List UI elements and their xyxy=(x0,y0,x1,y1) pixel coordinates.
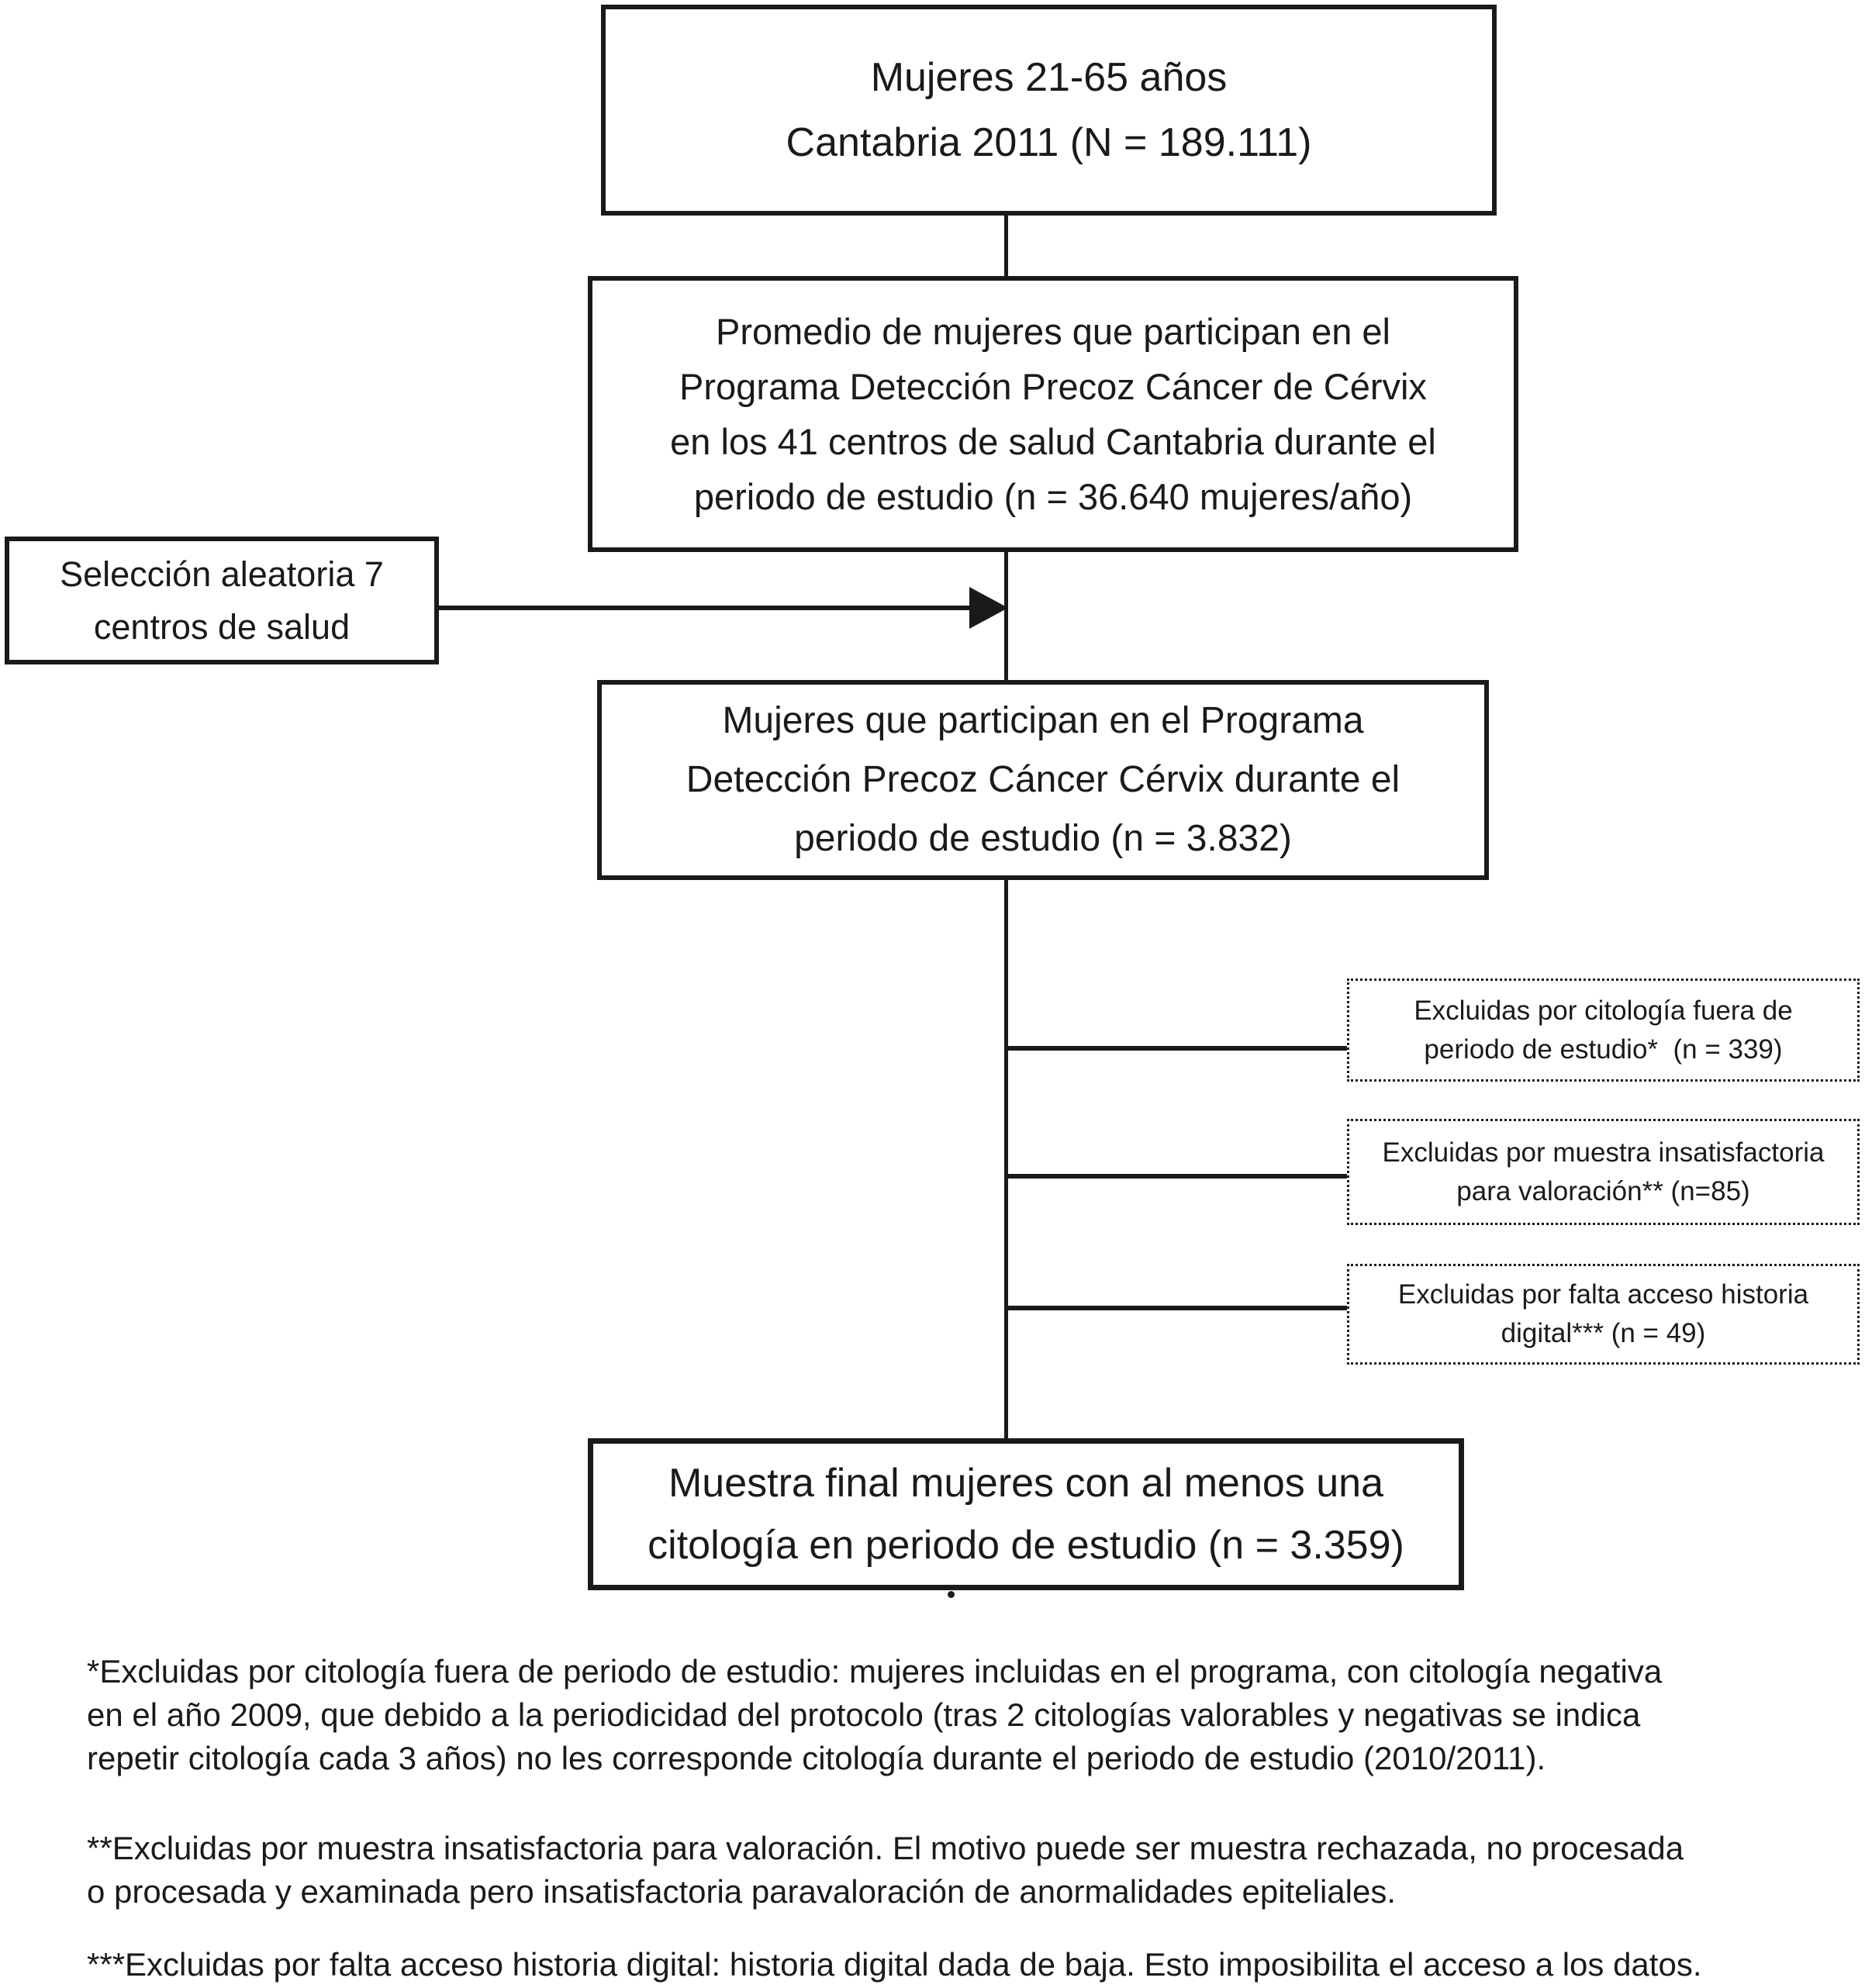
footnote-excluded-sample: **Excluidas por muestra insatisfactoria … xyxy=(87,1830,1684,1910)
box-excluded-cytology: Excluidas por citología fuera de periodo… xyxy=(1347,978,1860,1082)
arrow-right-icon xyxy=(969,587,1008,629)
box-excluded-history: Excluidas por falta acceso historia digi… xyxy=(1347,1264,1860,1365)
box-final-sample: Muestra final mujeres con al menos una c… xyxy=(588,1438,1464,1590)
box-random-selection: Selección aleatoria 7 centros de salud xyxy=(5,537,439,664)
box-random-selection-text: Selección aleatoria 7 centros de salud xyxy=(60,554,384,647)
box-final-sample-text: Muestra final mujeres con al menos una c… xyxy=(648,1461,1404,1568)
box-excluded-sample: Excluidas por muestra insatisfactoria pa… xyxy=(1347,1119,1860,1225)
box-population: Mujeres 21-65 años Cantabria 2011 (N = 1… xyxy=(601,5,1497,216)
box-program-average-text: Promedio de mujeres que participan en el… xyxy=(670,311,1436,517)
box-population-text: Mujeres 21-65 años Cantabria 2011 (N = 1… xyxy=(786,55,1312,165)
arrow-selection-line xyxy=(437,606,973,610)
connector-excluded-history xyxy=(1006,1306,1347,1310)
box-excluded-sample-text: Excluidas por muestra insatisfactoria pa… xyxy=(1382,1137,1825,1206)
stray-dot xyxy=(948,1591,955,1598)
box-participants-text: Mujeres que participan en el Programa De… xyxy=(686,700,1400,859)
connector-excluded-sample xyxy=(1006,1174,1347,1179)
box-excluded-history-text: Excluidas por falta acceso historia digi… xyxy=(1397,1279,1809,1348)
footnote-excluded-history: ***Excluidas por falta acceso historia d… xyxy=(87,1946,1702,1983)
box-participants: Mujeres que participan en el Programa De… xyxy=(597,680,1489,880)
box-program-average: Promedio de mujeres que participan en el… xyxy=(588,276,1518,552)
connector-participants-to-final xyxy=(1004,877,1008,1441)
connector-population-to-program xyxy=(1004,212,1008,279)
connector-excluded-cytology xyxy=(1006,1046,1347,1051)
footnote-excluded-cytology: *Excluidas por citología fuera de period… xyxy=(87,1653,1663,1776)
box-excluded-cytology-text: Excluidas por citología fuera de periodo… xyxy=(1414,995,1793,1065)
